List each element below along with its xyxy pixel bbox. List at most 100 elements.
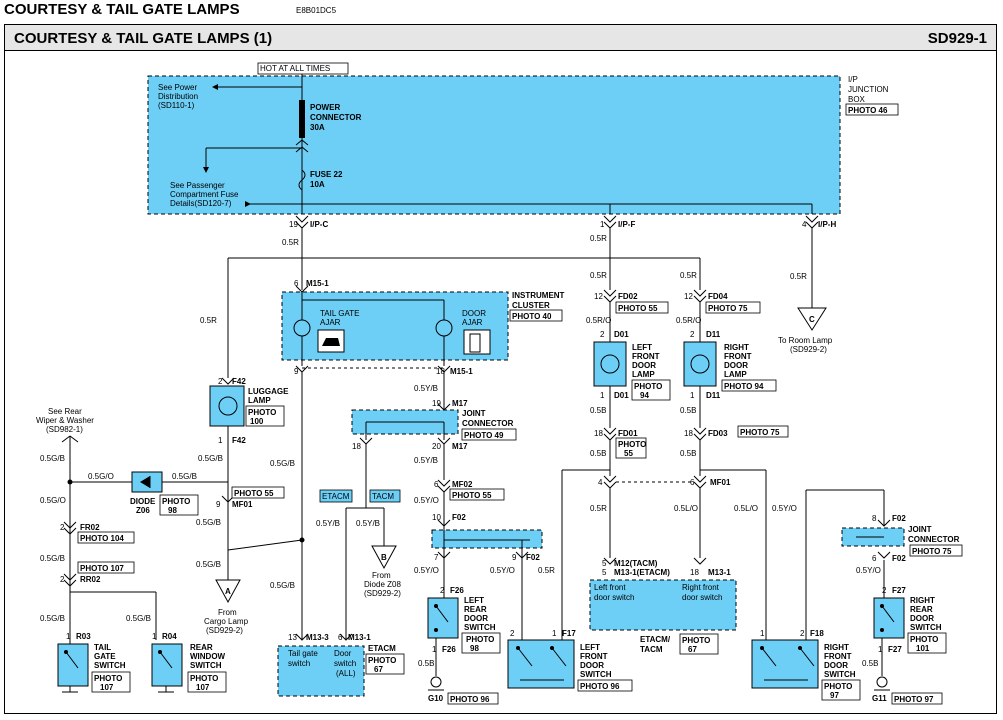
svg-text:I/P-H: I/P-H: [818, 220, 836, 229]
pf-1: See Passenger: [170, 181, 225, 190]
instrument-cluster: 6 M15-1 INSTRUMENT CLUSTER PHOTO 40 TAIL…: [281, 279, 565, 376]
svg-text:FD04: FD04: [708, 292, 728, 301]
svg-text:67: 67: [688, 645, 697, 654]
svg-text:From: From: [372, 571, 391, 580]
svg-text:0.5L/O: 0.5L/O: [674, 504, 698, 513]
svg-text:101: 101: [916, 644, 930, 653]
right-joint-connector: 8 F02 JOINT CONNECTOR PHOTO 75 6 F02 0.5…: [805, 489, 963, 640]
svg-text:ETACM/: ETACM/: [640, 635, 671, 644]
svg-text:TACM: TACM: [640, 645, 663, 654]
svg-text:1: 1: [690, 391, 695, 400]
svg-text:RIGHT: RIGHT: [824, 643, 849, 652]
svg-text:0.5G/B: 0.5G/B: [270, 459, 295, 468]
svg-text:18: 18: [690, 568, 699, 577]
svg-text:0.5G/B: 0.5G/B: [270, 581, 295, 590]
svg-text:DIODE: DIODE: [130, 497, 156, 506]
svg-text:LAMP: LAMP: [248, 396, 271, 405]
pd-2: Distribution: [158, 92, 198, 101]
svg-text:AJAR: AJAR: [320, 318, 341, 327]
jb-photo: PHOTO 46: [848, 106, 888, 115]
svg-text:100: 100: [250, 417, 264, 426]
svg-text:MF01: MF01: [232, 500, 253, 509]
svg-text:13: 13: [288, 633, 297, 642]
svg-text:PHOTO: PHOTO: [466, 635, 494, 644]
svg-text:107: 107: [100, 683, 114, 692]
svg-text:F26: F26: [442, 645, 456, 654]
svg-text:12: 12: [594, 292, 603, 301]
svg-text:PHOTO 55: PHOTO 55: [234, 489, 274, 498]
svg-text:PHOTO 107: PHOTO 107: [80, 564, 124, 573]
svg-text:5: 5: [602, 568, 607, 577]
svg-text:(SD929-2): (SD929-2): [206, 626, 243, 635]
svg-text:SWITCH: SWITCH: [190, 661, 222, 670]
svg-text:CONNECTOR: CONNECTOR: [908, 535, 960, 544]
right-rear-door-switch: 2 F27 RIGHT REAR DOOR SWITCH PHOTO 101 1…: [862, 586, 947, 705]
svg-text:2: 2: [690, 330, 695, 339]
svg-text:0.5B: 0.5B: [590, 406, 606, 415]
svg-text:G10: G10: [428, 694, 444, 703]
tail-gate-ajar-lamp: [293, 319, 311, 337]
svg-text:0.5R: 0.5R: [590, 234, 607, 243]
svg-text:0.5Y/O: 0.5Y/O: [772, 504, 797, 513]
svg-text:PHOTO 104: PHOTO 104: [80, 534, 124, 543]
svg-text:DOOR: DOOR: [580, 661, 604, 670]
svg-text:19: 19: [289, 220, 298, 229]
door-ajar-lamp: [435, 319, 453, 337]
svg-text:7: 7: [434, 553, 439, 562]
svg-text:DOOR: DOOR: [910, 614, 934, 623]
svg-text:0.5R: 0.5R: [680, 271, 697, 280]
page-top-code: E8B01DC5: [296, 6, 337, 15]
svg-text:F42: F42: [232, 377, 246, 386]
svg-text:0.5G/O: 0.5G/O: [40, 496, 66, 505]
ip-junction-box: HOT AT ALL TIMES I/P JUNCTION BOX PHOTO …: [147, 62, 899, 215]
svg-text:Tail gate: Tail gate: [288, 649, 318, 658]
left-rear-door-switch: LEFT REAR DOOR SWITCH PHOTO 98 2 F26 1 F…: [418, 586, 501, 705]
svg-text:0.5Y/O: 0.5Y/O: [414, 496, 439, 505]
svg-text:MF02: MF02: [452, 480, 473, 489]
svg-text:PHOTO 40: PHOTO 40: [512, 312, 552, 321]
svg-text:REAR: REAR: [190, 643, 213, 652]
svg-text:0.5G/B: 0.5G/B: [126, 614, 151, 623]
jb-outputs: 19 I/P-C 1 I/P-F 4 I/P-H 0.5R 0.5R 0.5R …: [282, 215, 836, 354]
svg-text:F27: F27: [892, 586, 906, 595]
svg-text:F02: F02: [892, 554, 906, 563]
svg-text:GATE: GATE: [94, 652, 116, 661]
cargo-lamp-connector: 0.5G/B A From Cargo Lamp (SD929-2): [196, 550, 249, 635]
svg-text:1: 1: [600, 391, 605, 400]
svg-text:TAIL: TAIL: [94, 643, 111, 652]
svg-text:0.5B: 0.5B: [418, 659, 434, 668]
jb-name-1: I/P: [848, 75, 858, 84]
tail-gate-switch: 1 R03 TAIL GATE SWITCH PHOTO 107: [57, 632, 131, 693]
svg-text:INSTRUMENT: INSTRUMENT: [512, 291, 565, 300]
svg-text:LEFT: LEFT: [580, 643, 600, 652]
svg-text:0.5G/B: 0.5G/B: [40, 554, 65, 563]
svg-text:67: 67: [374, 665, 383, 674]
svg-text:(SD982-1): (SD982-1): [46, 425, 83, 434]
etacm-module-left: 13 M13-3 6 M13-1 Tail gate switch Door s…: [277, 633, 405, 697]
svg-text:18: 18: [684, 429, 693, 438]
svg-text:FRONT: FRONT: [632, 352, 660, 361]
svg-text:LAMP: LAMP: [632, 370, 655, 379]
header-band: [5, 25, 996, 51]
svg-text:4: 4: [802, 220, 807, 229]
svg-text:2: 2: [510, 629, 515, 638]
svg-text:SWITCH: SWITCH: [94, 661, 126, 670]
mf02-f02: 6 MF02 PHOTO 55 0.5Y/O 10 F02 7 9 F02 0.…: [414, 470, 563, 640]
svg-text:LEFT: LEFT: [632, 343, 652, 352]
svg-text:F02: F02: [452, 513, 466, 522]
svg-text:FR02: FR02: [80, 523, 100, 532]
svg-text:1: 1: [218, 436, 223, 445]
svg-text:0.5G/B: 0.5G/B: [198, 454, 223, 463]
svg-text:PHOTO 75: PHOTO 75: [708, 304, 748, 313]
svg-text:0.5R: 0.5R: [590, 271, 607, 280]
svg-text:107: 107: [196, 683, 210, 692]
svg-text:D01: D01: [614, 330, 629, 339]
svg-text:0.5B: 0.5B: [680, 449, 696, 458]
svg-text:PHOTO: PHOTO: [824, 682, 852, 691]
fuse-1: FUSE 22: [310, 170, 343, 179]
svg-text:See Rear: See Rear: [48, 407, 82, 416]
svg-text:G11: G11: [872, 694, 887, 703]
svg-text:M12(TACM): M12(TACM): [614, 559, 658, 568]
pd-3: (SD110-1): [158, 101, 195, 110]
svg-text:0.5Y/B: 0.5Y/B: [316, 519, 340, 528]
